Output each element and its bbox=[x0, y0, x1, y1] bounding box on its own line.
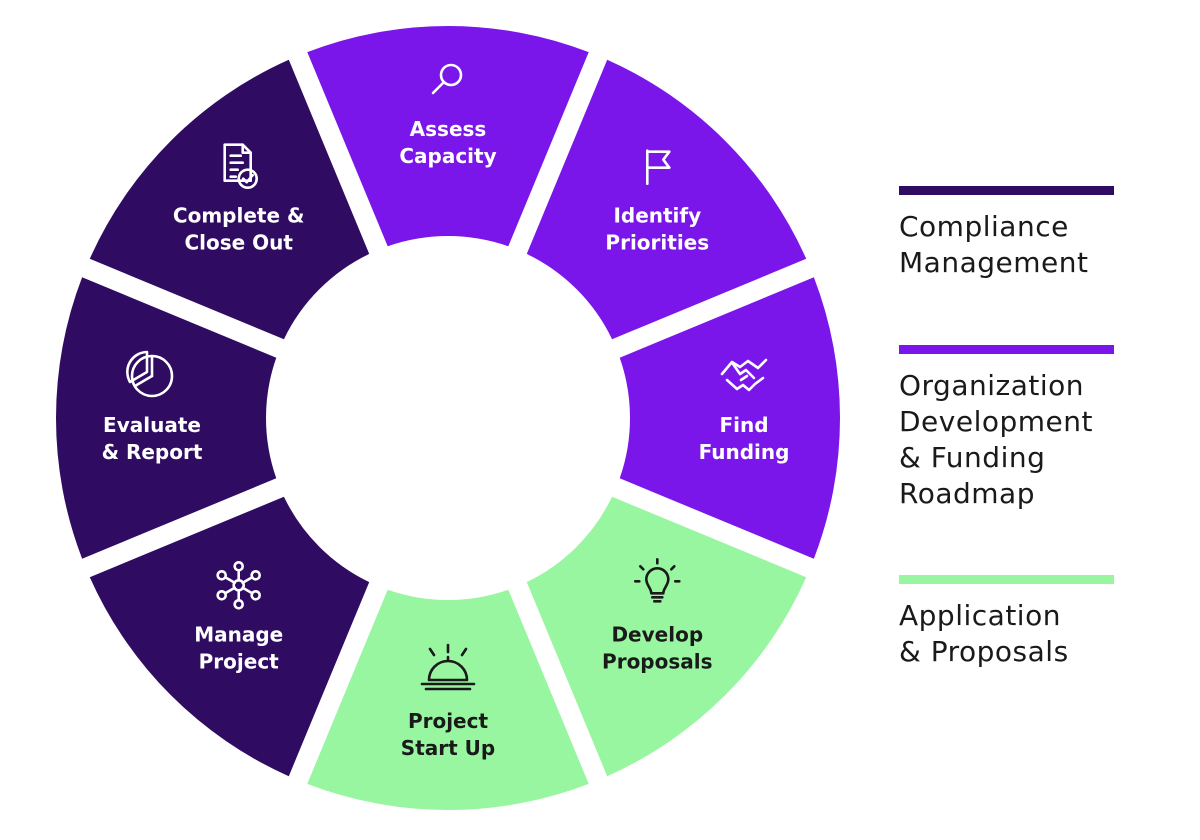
segment-shape bbox=[55, 277, 277, 559]
segment-shape bbox=[619, 277, 840, 559]
legend-line: Organization bbox=[899, 369, 1085, 402]
segment-shape bbox=[89, 59, 370, 340]
segment-label: & Report bbox=[102, 440, 203, 464]
segment-label: Project bbox=[199, 649, 280, 673]
network-icon bbox=[216, 561, 261, 610]
pie-chart-icon bbox=[126, 350, 174, 398]
legend-line: Application bbox=[899, 599, 1061, 632]
segment-label: Assess bbox=[410, 117, 487, 141]
segment-label: Start Up bbox=[401, 736, 495, 760]
legend-label-compliance: Compliance Management bbox=[899, 209, 1114, 281]
legend-compliance-management: Compliance Management bbox=[899, 186, 1114, 281]
segment-shape bbox=[307, 589, 589, 810]
legend-line: Development bbox=[899, 405, 1093, 438]
segment-shape bbox=[526, 59, 807, 340]
legend-line: Management bbox=[899, 246, 1089, 279]
segment-label: Priorities bbox=[605, 231, 709, 255]
legend-line: Roadmap bbox=[899, 477, 1035, 510]
flag-icon bbox=[646, 149, 671, 185]
segment-label: Develop bbox=[611, 622, 703, 646]
legend-line: Compliance bbox=[899, 210, 1069, 243]
segment-label: Evaluate bbox=[103, 413, 201, 437]
service-bell-icon bbox=[420, 643, 476, 691]
legend-bar-organization bbox=[899, 345, 1114, 354]
segment-complete-close-out: Complete & Close Out bbox=[89, 59, 370, 340]
segment-label: Capacity bbox=[399, 144, 496, 168]
legend-label-organization: Organization Development & Funding Roadm… bbox=[899, 368, 1114, 512]
lightbulb-icon bbox=[634, 558, 681, 603]
legend-line: & Proposals bbox=[899, 635, 1069, 668]
segment-label: Identify bbox=[613, 204, 701, 228]
segment-label: Find bbox=[719, 413, 768, 437]
segment-label: Close Out bbox=[184, 231, 293, 255]
segment-label: Funding bbox=[699, 440, 790, 464]
segment-shape bbox=[526, 496, 807, 777]
handshake-icon bbox=[720, 358, 768, 392]
segment-evaluate-report: Evaluate & Report bbox=[55, 277, 277, 559]
legend-bar-compliance bbox=[899, 186, 1114, 195]
segment-label: Manage bbox=[194, 622, 283, 646]
legend-organization-development: Organization Development & Funding Roadm… bbox=[899, 345, 1114, 512]
legend-bar-application bbox=[899, 575, 1114, 584]
segment-label: Complete & bbox=[173, 204, 305, 228]
segment-shape bbox=[89, 496, 370, 777]
search-icon bbox=[431, 63, 463, 95]
document-check-icon bbox=[223, 143, 258, 189]
legend-label-application: Application & Proposals bbox=[899, 598, 1114, 670]
process-wheel: AssessCapacityIdentifyPrioritiesFindFund… bbox=[55, 25, 840, 810]
legend-application-proposals: Application & Proposals bbox=[899, 575, 1114, 670]
segment-shape bbox=[307, 25, 589, 247]
segment-label: Proposals bbox=[602, 649, 712, 673]
segment-label: Project bbox=[408, 709, 489, 733]
legend-line: & Funding bbox=[899, 441, 1046, 474]
